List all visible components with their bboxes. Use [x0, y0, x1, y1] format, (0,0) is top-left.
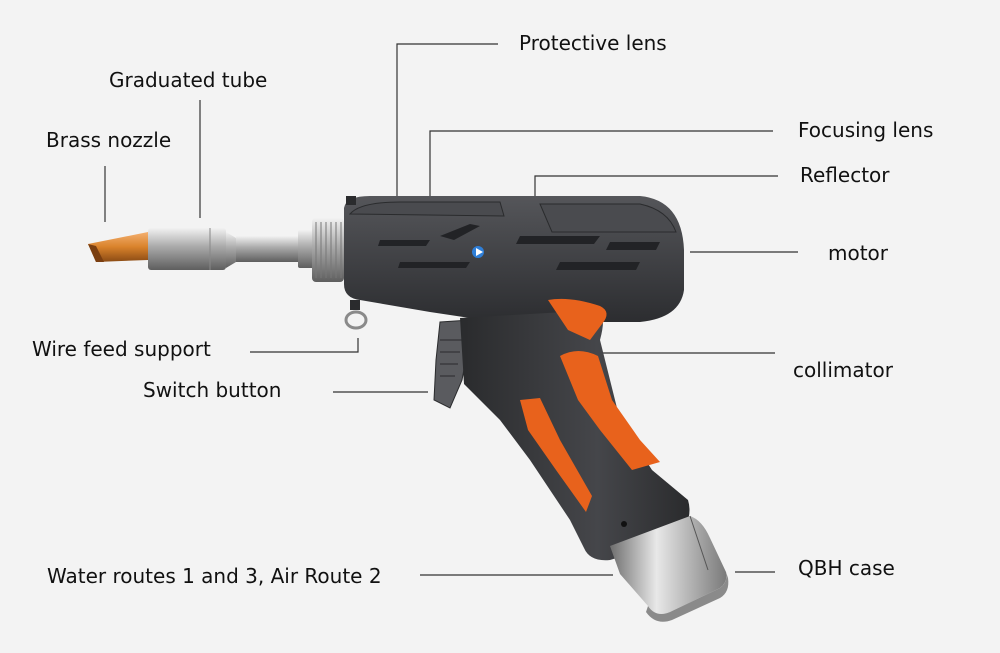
label-switch-button: Switch button [143, 378, 282, 402]
leader-protective-lens [396, 43, 498, 204]
label-motor: motor [828, 241, 889, 265]
grip [460, 298, 690, 561]
label-graduated-tube: Graduated tube [109, 68, 268, 92]
graduated-tube [148, 218, 344, 282]
label-collimator: collimator [793, 358, 893, 382]
label-focusing-lens: Focusing lens [798, 118, 934, 142]
brass-nozzle [88, 232, 148, 262]
label-reflector: Reflector [800, 163, 890, 187]
label-wire-feed-support: Wire feed support [32, 337, 211, 361]
wire-feed-support [344, 300, 368, 330]
leader-focusing-lens [429, 130, 773, 198]
label-water-routes: Water routes 1 and 3, Air Route 2 [47, 564, 382, 588]
qbh-case [610, 515, 729, 622]
leader-wire-feed-support [250, 338, 359, 353]
leader-reflector [534, 175, 778, 198]
label-brass-nozzle: Brass nozzle [46, 128, 172, 152]
label-qbh-case: QBH case [798, 556, 895, 580]
leader-lines [104, 43, 798, 576]
label-protective-lens: Protective lens [519, 31, 667, 55]
gun-body [344, 196, 684, 322]
